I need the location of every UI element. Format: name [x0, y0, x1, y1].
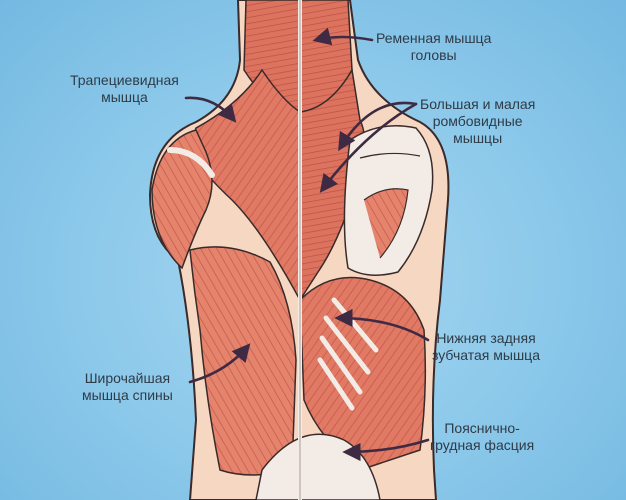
label-rhomboid: Большая и малая ромбовидные мышцы — [420, 96, 536, 146]
arrow-splenius — [312, 27, 374, 46]
arrow-rhomboid-2 — [319, 102, 418, 193]
label-serratus: Нижняя задняя зубчатая мышца — [432, 330, 540, 363]
arrow-latissimus — [188, 343, 251, 384]
arrow-fascia — [342, 438, 430, 462]
arrow-serratus — [334, 308, 430, 342]
arrow-rhomboid — [338, 101, 418, 152]
left-deltoid — [151, 129, 213, 270]
label-splenius: Ременная мышца головы — [376, 30, 492, 63]
label-fascia: Пояснично- грудная фасция — [430, 420, 535, 453]
label-latissimus: Широчайшая мышца спины — [82, 370, 173, 403]
trapezius-muscle — [187, 68, 301, 301]
label-trapezius: Трапециевидная мышца — [70, 72, 179, 105]
arrow-trapezius — [184, 96, 237, 123]
serratus-tendons — [317, 297, 379, 411]
